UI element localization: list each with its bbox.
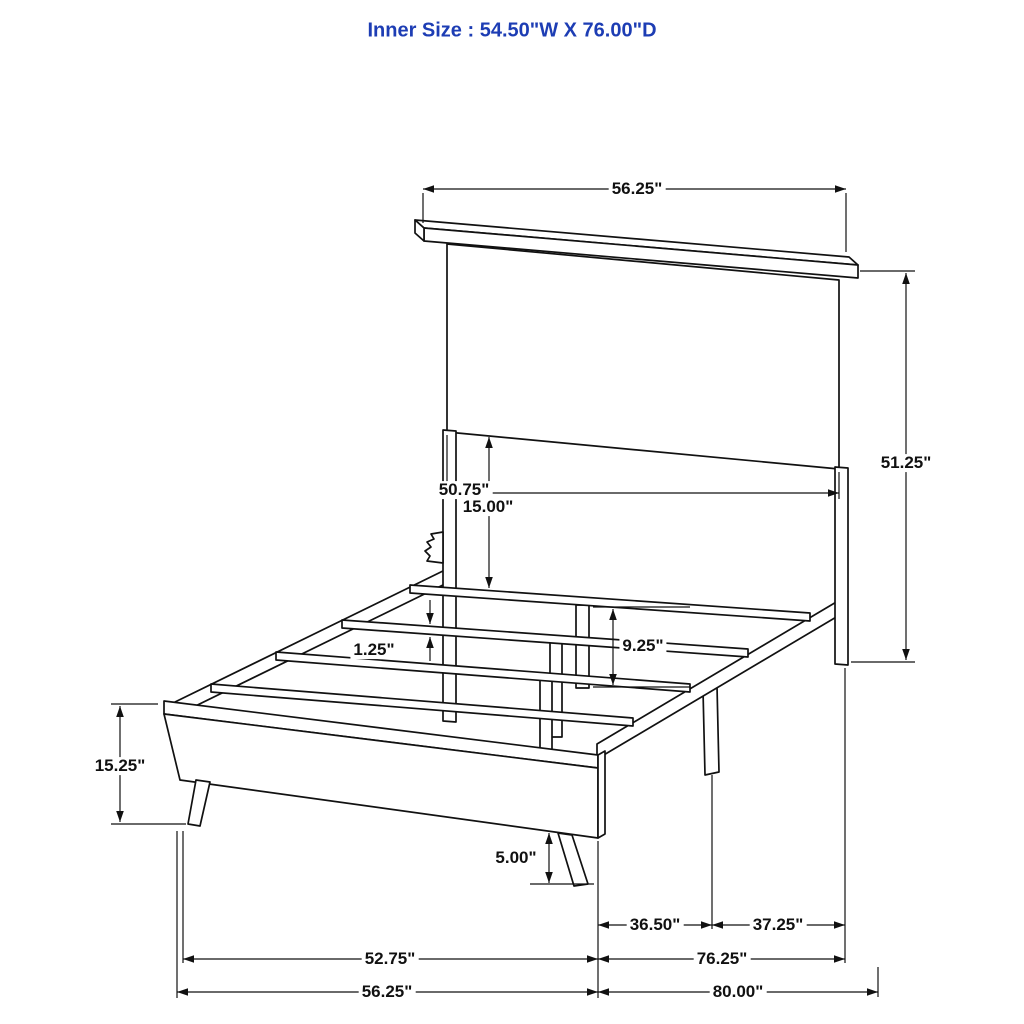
- dim-footboard-width: 56.25": [358, 983, 416, 1001]
- footboard-right-leg: [557, 832, 589, 887]
- dim-headboard-inner-width: 50.75": [435, 481, 493, 499]
- dim-slat-thickness: 1.25": [350, 641, 398, 659]
- dim-footboard-height: 15.25": [91, 757, 149, 775]
- diagram-title: Inner Size : 54.50"W X 76.00"D: [367, 19, 657, 42]
- dim-underbed-clearance: 5.00": [492, 849, 540, 867]
- rail-hook-bracket: [424, 531, 444, 564]
- dim-rail-span-front: 37.25": [749, 916, 807, 934]
- headboard: [414, 219, 859, 723]
- dim-rail-length: 76.25": [693, 950, 751, 968]
- dim-slat-area-depth: 52.75": [361, 950, 419, 968]
- headboard-panel: [446, 243, 840, 470]
- footboard-left-leg: [187, 779, 211, 827]
- dim-headboard-height: 51.25": [877, 454, 935, 472]
- rail-support-leg: [702, 685, 720, 776]
- dim-support-leg-height: 9.25": [619, 637, 667, 655]
- dim-headboard-width-top: 56.25": [608, 180, 666, 198]
- dim-overall-depth: 80.00": [709, 983, 767, 1001]
- bed-slats: [210, 584, 811, 727]
- headboard-right-leg: [834, 466, 849, 666]
- footboard: [163, 700, 606, 887]
- dim-panel-to-slats: 15.00": [459, 498, 517, 516]
- headboard-left-leg: [442, 429, 457, 723]
- dim-rail-span-rear: 36.50": [626, 916, 684, 934]
